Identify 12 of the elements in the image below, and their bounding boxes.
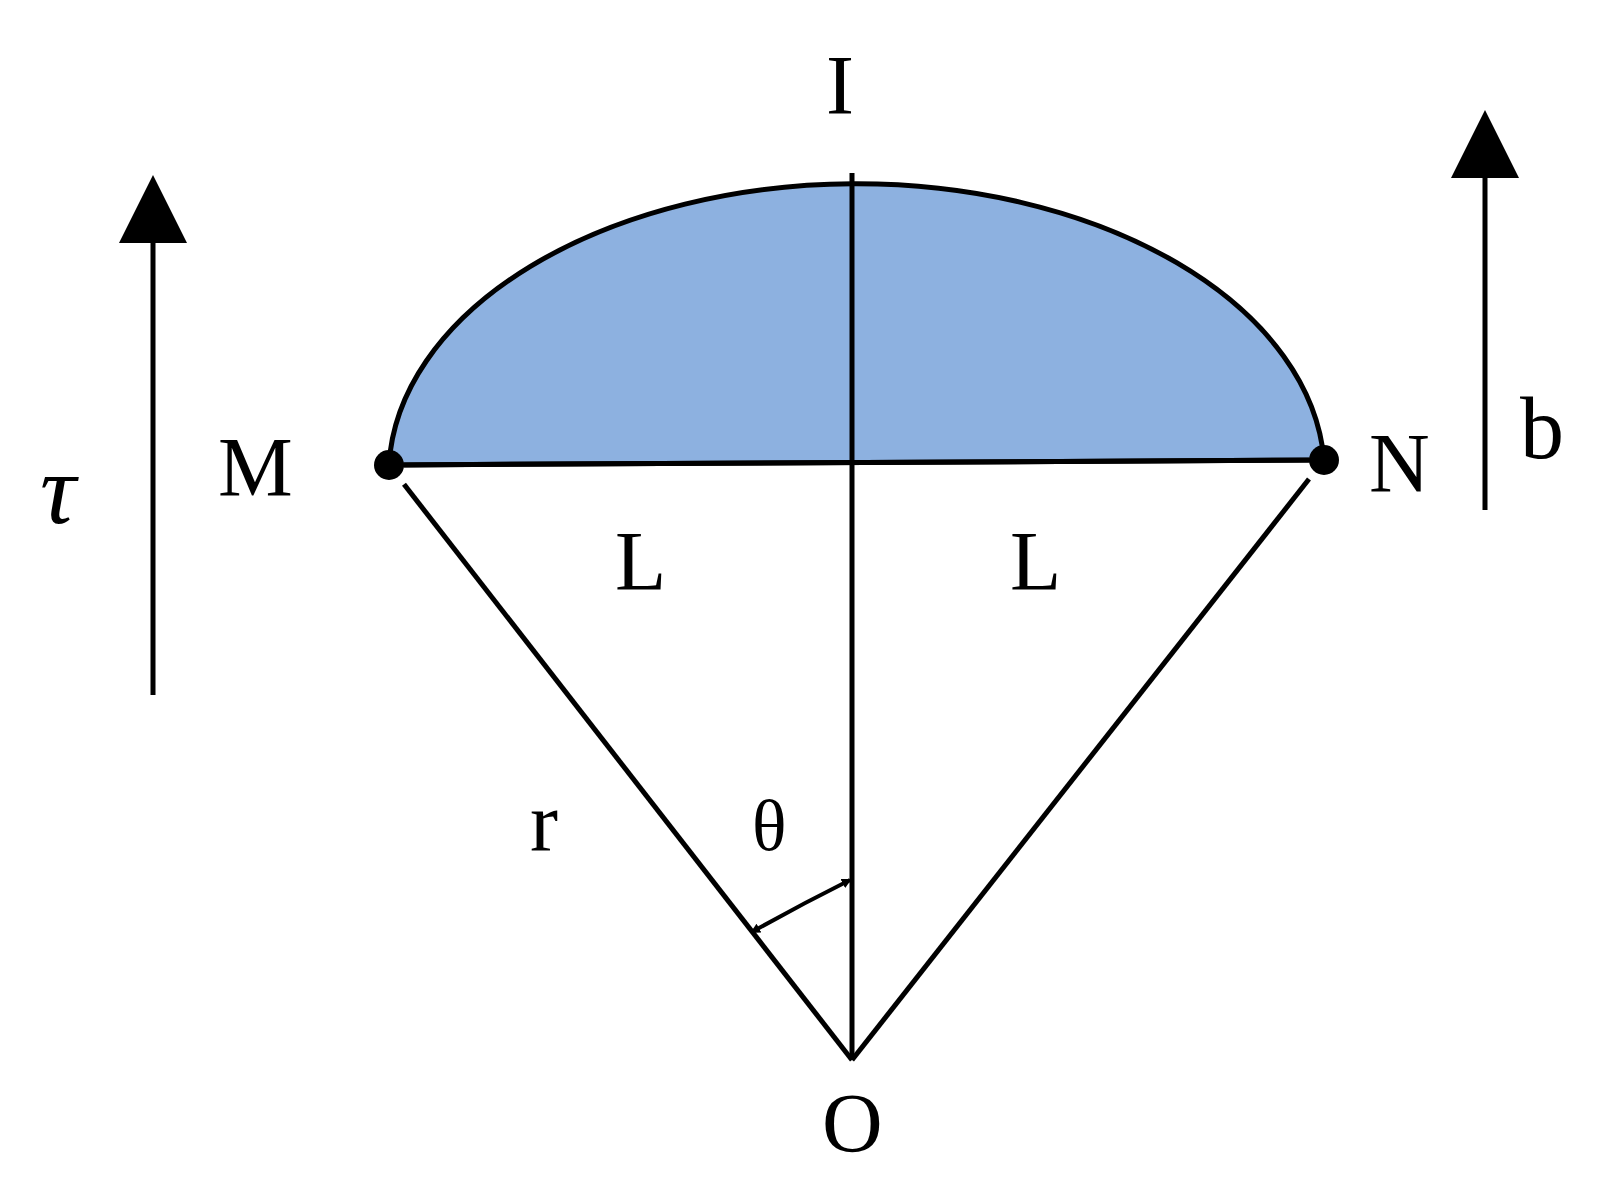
length-label: L xyxy=(1010,520,1062,604)
angle-label: θ xyxy=(752,790,787,862)
length-label: L xyxy=(615,520,667,604)
line-segment xyxy=(404,457,1309,468)
point-label: I xyxy=(826,44,854,128)
radius-label: r xyxy=(530,780,558,864)
line-segment xyxy=(850,477,1311,1062)
point-label: M xyxy=(218,426,293,510)
vector-symbol: b xyxy=(1520,385,1564,473)
point-label: N xyxy=(1369,422,1430,506)
line-segment xyxy=(402,482,854,1062)
point-label: O xyxy=(822,1082,883,1166)
